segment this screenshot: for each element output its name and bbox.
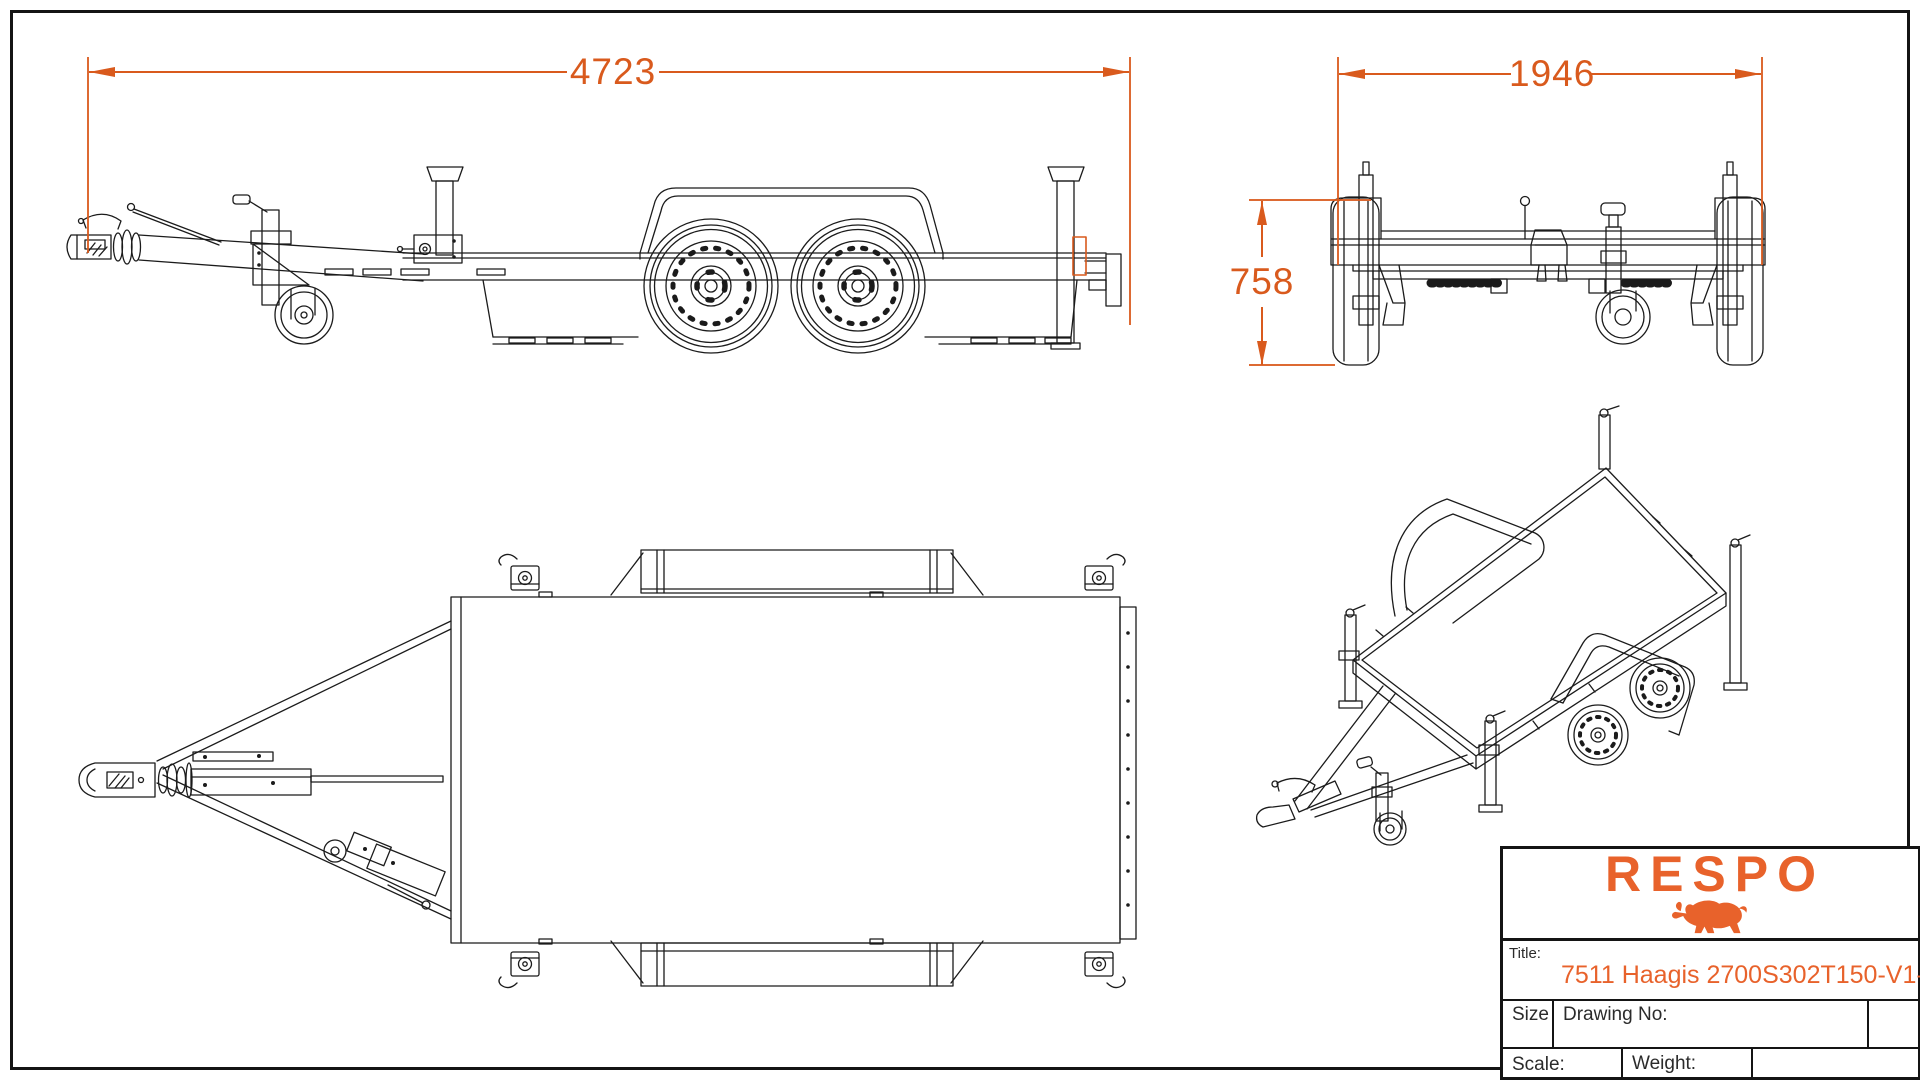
drawing-no-cell: Drawing No: — [1554, 1001, 1869, 1047]
iso-wheel-rear — [1629, 657, 1691, 719]
rear-lamp — [1072, 236, 1087, 276]
title-block: RESPO Title: 7511 Haagis 2700S302T150-V1… — [1500, 846, 1920, 1080]
dim-arrow-left-icon — [1339, 69, 1365, 79]
dim-arrow-right-icon — [1103, 67, 1129, 77]
weight-cell: Weight: — [1623, 1049, 1753, 1080]
isometric-view — [1255, 405, 1751, 846]
respo-bull-icon — [1671, 900, 1747, 933]
extension-line-height-bottom — [1249, 364, 1335, 366]
side-wheel-rear — [790, 218, 926, 354]
scale-row: Scale: Weight: — [1503, 1049, 1918, 1080]
dim-arrow-left-icon — [89, 67, 115, 77]
dim-line-width-2 — [1589, 73, 1761, 75]
extension-line-length-right — [1129, 57, 1131, 325]
side-view — [66, 166, 1122, 354]
size-row-empty-cell — [1869, 1001, 1918, 1047]
side-view-lineart — [66, 166, 1122, 354]
extension-line-width-right — [1761, 57, 1763, 265]
dim-line-height-1 — [1261, 201, 1263, 257]
top-view-lineart — [78, 549, 1137, 989]
dim-arrow-right-icon — [1735, 69, 1761, 79]
size-row: Size Drawing No: — [1503, 1001, 1918, 1049]
respo-logo: RESPO — [1604, 846, 1826, 903]
dim-arrow-up-icon — [1257, 201, 1267, 225]
extension-line-width-left — [1337, 57, 1339, 265]
dim-overall-width: 1946 — [1509, 53, 1596, 94]
drawing-title: 7511 Haagis 2700S302T150-V1- — [1561, 961, 1920, 989]
front-view — [1330, 161, 1766, 366]
iso-wheel-front — [1567, 704, 1629, 766]
dim-line-length-1 — [89, 71, 567, 73]
title-row: Title: 7511 Haagis 2700S302T150-V1- — [1503, 941, 1920, 1001]
extension-line-height-top — [1249, 199, 1371, 201]
size-cell: Size — [1503, 1001, 1554, 1047]
dim-line-length-2 — [659, 71, 1129, 73]
scale-cell: Scale: — [1503, 1049, 1623, 1080]
isometric-view-lineart — [1255, 405, 1751, 846]
title-label: Title: — [1509, 945, 1541, 962]
dim-overall-length: 4723 — [569, 51, 657, 92]
front-view-lineart — [1330, 161, 1766, 366]
dim-arrow-down-icon — [1257, 341, 1267, 365]
dim-line-height-2 — [1261, 307, 1263, 365]
top-view — [78, 549, 1137, 989]
scale-row-empty-cell — [1753, 1049, 1918, 1080]
logo-cell: RESPO — [1503, 849, 1918, 941]
extension-line-length-left — [87, 57, 89, 253]
drawing-sheet-border: 4723 1946 758 RESPO Title: 7511 Haagis 2… — [10, 10, 1920, 1080]
dim-line-width-1 — [1339, 73, 1511, 75]
dim-platform-height: 758 — [1229, 261, 1295, 302]
side-wheel-front — [643, 218, 779, 354]
